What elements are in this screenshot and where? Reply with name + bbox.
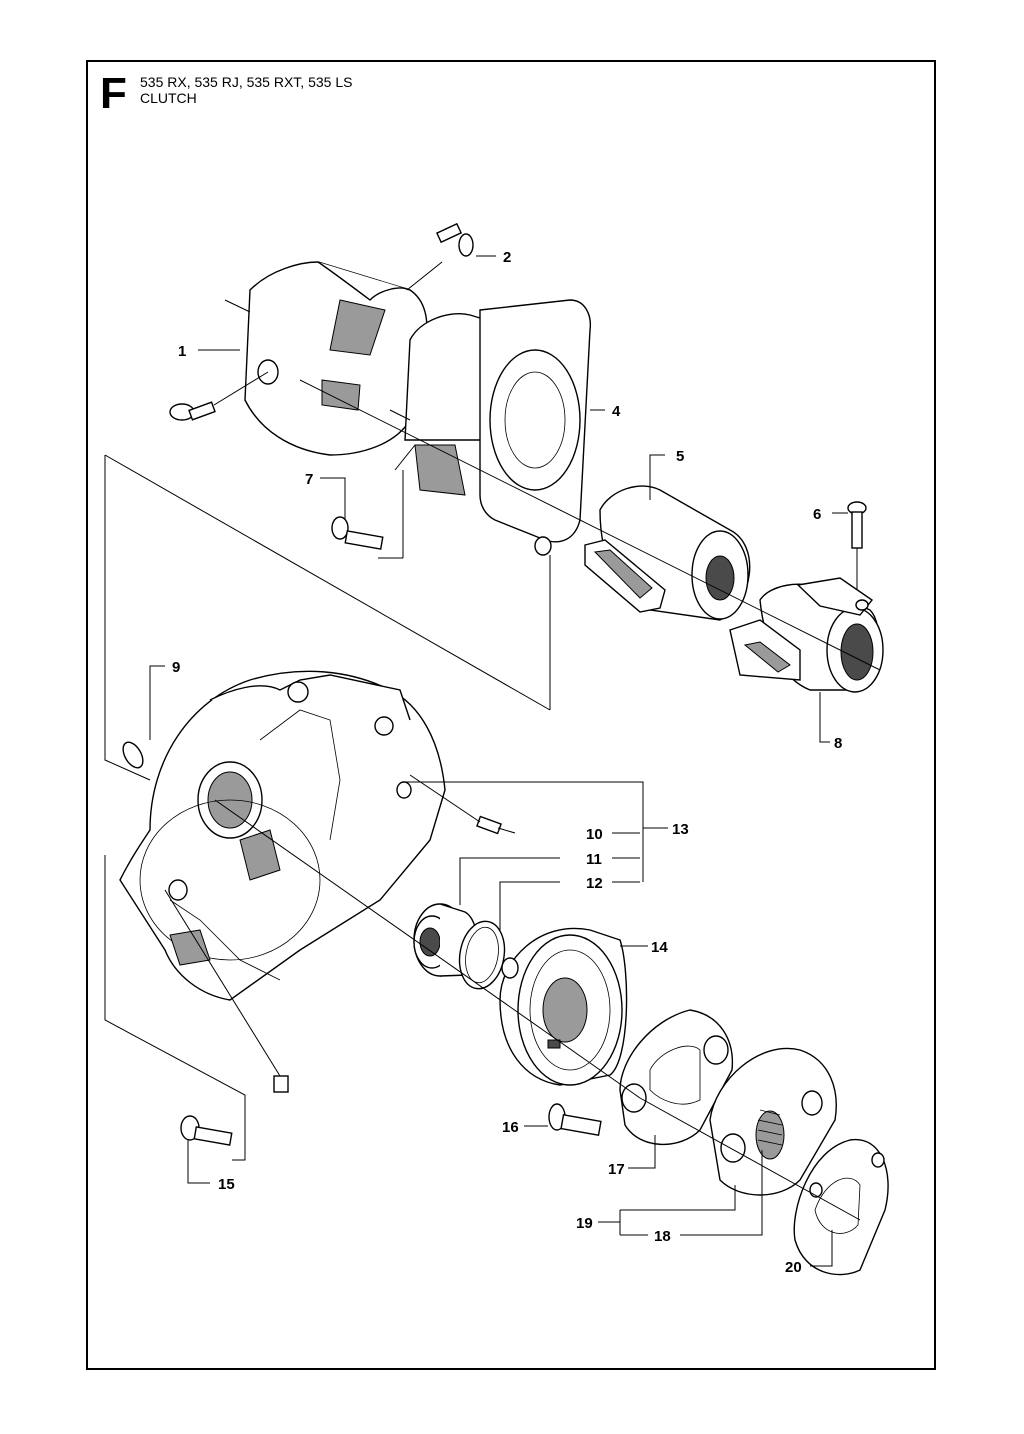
drawing-frame: [86, 60, 936, 1370]
part-dowel-pin: [273, 1075, 289, 1093]
callout-18: 18: [654, 1228, 671, 1245]
part-pin: [476, 815, 502, 835]
callout-17: 17: [608, 1161, 625, 1178]
callout-5: 5: [676, 448, 684, 465]
model-list: 535 RX, 535 RJ, 535 RXT, 535 LS: [140, 74, 353, 90]
part-back-plate: [793, 1138, 889, 1276]
part-clamp-screw: [847, 501, 867, 549]
part-circlip: [122, 741, 144, 769]
part-housing-adaptor: [394, 299, 592, 556]
part-clutch-bolt: [548, 1103, 602, 1137]
part-clutch-shoes: [709, 1047, 837, 1196]
callout-1: 1: [178, 343, 186, 360]
callout-9: 9: [172, 659, 180, 676]
callout-19: 19: [576, 1215, 593, 1232]
callout-4: 4: [612, 403, 621, 420]
callout-6: 6: [813, 506, 821, 523]
callout-7: 7: [305, 471, 313, 488]
callout-12: 12: [586, 875, 603, 892]
callout-10: 10: [586, 826, 603, 843]
callout-8: 8: [834, 735, 842, 752]
part-clamp: [729, 577, 884, 693]
callout-16: 16: [502, 1119, 519, 1136]
diagram-title: CLUTCH: [140, 90, 197, 106]
part-crankcase: [119, 670, 446, 1001]
callout-13: 13: [672, 821, 689, 838]
part-cover-screw: [169, 222, 474, 421]
callout-14: 14: [651, 939, 668, 956]
part-clutch-drum: [499, 927, 628, 1086]
callout-15: 15: [218, 1176, 235, 1193]
callout-2: 2: [503, 249, 511, 266]
callout-20: 20: [785, 1259, 802, 1276]
part-washer-plate: [619, 1009, 734, 1146]
part-crankcase-screw: [180, 1115, 233, 1146]
part-clutch-cover: [224, 261, 428, 456]
part-adaptor-screw: [331, 516, 384, 550]
part-sleeve: [584, 485, 751, 621]
section-letter: F: [100, 69, 127, 118]
callout-11: 11: [586, 851, 602, 868]
